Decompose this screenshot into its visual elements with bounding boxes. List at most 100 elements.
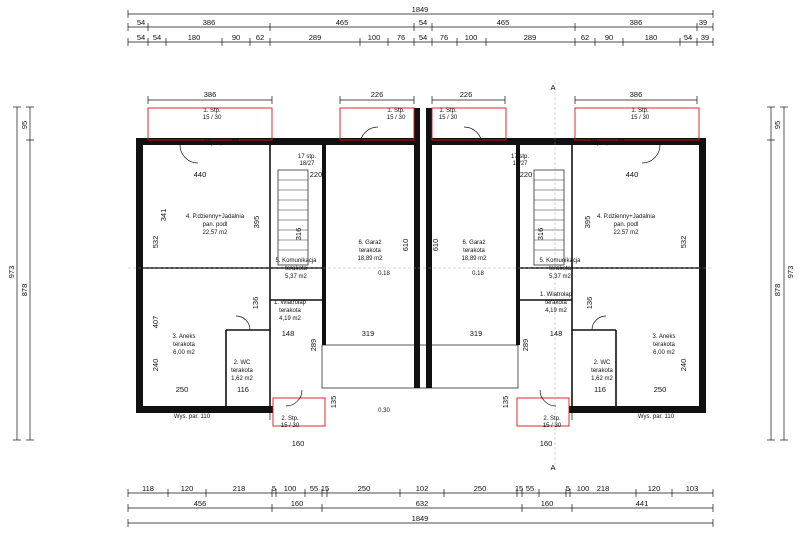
room-right-garage-name: 6. Garaż: [462, 240, 485, 246]
step-annotations: 1. Stp. 15 / 30 1. Stp. 15 / 30 1. Stp. …: [174, 83, 675, 472]
dim-bot-r1-13: 100: [577, 484, 590, 493]
dim-bot-r1-11: 55: [526, 484, 534, 493]
stairs-left-size: 18/27: [299, 161, 315, 167]
room-right-living-area: 22,57 m2: [613, 230, 639, 236]
dim-inner-116-left: 116: [237, 385, 249, 394]
stairs-left-count: 17 stp.: [298, 154, 316, 160]
dim-inner-116-right: 116: [594, 385, 606, 394]
dim-inner-610-right: 610: [431, 239, 440, 252]
dim-inner-240-right: 240: [679, 359, 688, 372]
dim-inner-136-left: 136: [251, 297, 260, 310]
dim-top-r1-3: 54: [419, 18, 427, 27]
dim-inner-160-left: 160: [292, 439, 305, 448]
room-left-corridor-floor: terakota: [285, 266, 307, 272]
wys-par-110-right: Wys. par. 110: [638, 414, 675, 420]
room-left-corridor-name: 5. Komunikacja: [275, 258, 317, 264]
room-labels-left: 4. P.dzienny+Jadalnia pan. podl 22,57 m2…: [172, 214, 383, 382]
inner-top-dimensions: 386 226 226 386: [147, 90, 698, 104]
stp1-right-size: 15 / 30: [631, 115, 650, 121]
room-labels-right: 4. P.dzienny+Jadalnia pan. podl 22,57 m2…: [461, 214, 675, 382]
dim-bot-r1-1: 120: [181, 484, 194, 493]
stp2-left-title: 2. Stp.: [281, 416, 299, 422]
dim-inner-440-right: 440: [626, 170, 639, 179]
dim-inner-289-right: 289: [521, 339, 530, 352]
dim-top-r2-10: 100: [465, 33, 478, 42]
stairs-right-count: 17 stp.: [511, 154, 529, 160]
dim-bot-r1-16: 103: [686, 484, 699, 493]
room-right-garage-area: 18,89 m2: [461, 256, 487, 262]
dim-top-r2-13: 90: [605, 33, 613, 42]
bottom-dimension-chains: 118 120 218 5 100 55 15 250 102 250 15 5…: [127, 484, 714, 527]
room-right-wc-floor: terakota: [591, 368, 613, 374]
dim-inner-top-2: 226: [460, 90, 473, 99]
dim-top-r1-0: 54: [137, 18, 145, 27]
dim-top-r1-2: 465: [336, 18, 349, 27]
dim-inner-top-1: 226: [371, 90, 384, 99]
dim-bot-total: 1849: [412, 514, 429, 523]
dim-inner-220-right: 220: [520, 170, 533, 179]
dim-inner-top-0: 386: [204, 90, 217, 99]
dim-top-r2-0: 54: [137, 33, 145, 42]
dim-inner-018-left: 0.18: [378, 271, 390, 277]
dim-bot-r1-0: 118: [142, 484, 154, 493]
dim-top-r1-5: 386: [630, 18, 643, 27]
staircase-left: [277, 169, 309, 266]
dim-top-r2-3: 90: [232, 33, 240, 42]
dim-inner-148-left: 148: [282, 329, 295, 338]
room-left-kitchenette-area: 6,00 m2: [173, 350, 195, 356]
dim-inner-532-left: 532: [151, 236, 160, 249]
stp-center-right-size: 15 / 30: [439, 115, 458, 121]
wys-par-90-left: Wys. par. 90: [205, 140, 239, 146]
room-right-living-floor: pan. podl: [614, 222, 639, 228]
dim-bot-r2-2: 632: [416, 499, 429, 508]
room-left-wc-area: 1,62 m2: [231, 376, 253, 382]
stairs-right-size: 18/27: [512, 161, 528, 167]
room-right-corridor-area: 5,37 m2: [549, 274, 571, 280]
room-left-garage-name: 6. Garaż: [358, 240, 381, 246]
room-left-kitchenette-floor: terakota: [173, 342, 195, 348]
room-right-wc-area: 1,62 m2: [591, 376, 613, 382]
section-marker-top: A: [550, 83, 555, 92]
room-right-living-name: 4. P.dzienny+Jadalnia: [597, 214, 656, 220]
dim-left-95: 95: [20, 121, 29, 129]
dim-bot-r1-6: 15: [321, 484, 329, 493]
dim-top-r2-2: 180: [188, 33, 201, 42]
dim-top-r1-4: 465: [497, 18, 510, 27]
room-left-garage-area: 18,89 m2: [357, 256, 383, 262]
dim-inner-610-left: 610: [401, 239, 410, 252]
wys-par-110-left: Wys. par. 110: [174, 414, 211, 420]
dim-inner-135-left: 135: [329, 396, 338, 409]
room-right-vestibule-floor: terakota: [545, 300, 567, 306]
dim-inner-160-right: 160: [540, 439, 553, 448]
dim-bot-r1-10: 15: [515, 484, 523, 493]
dim-top-r2-6: 100: [368, 33, 381, 42]
dim-bot-r1-3: 5: [272, 484, 276, 493]
dim-top-r2-9: 76: [440, 33, 448, 42]
room-left-living-floor: pan. podl: [203, 222, 228, 228]
dim-inner-407-left: 407: [151, 316, 160, 329]
dim-inner-135-right: 135: [501, 396, 510, 409]
room-right-kitchenette-name: 3. Aneks: [652, 334, 675, 340]
dim-bot-r2-3: 160: [541, 499, 554, 508]
dim-bot-r1-14: 218: [597, 484, 610, 493]
dim-bot-r1-2: 218: [233, 484, 246, 493]
room-left-kitchenette-name: 3. Aneks: [172, 334, 195, 340]
dim-left-973: 973: [7, 266, 16, 279]
dim-inner-316-left: 316: [294, 228, 303, 241]
dim-top-r1-6: 39: [699, 18, 707, 27]
dim-top-r2-12: 62: [581, 33, 589, 42]
dim-bot-r1-8: 102: [416, 484, 429, 493]
dim-bot-r1-12: 5: [566, 484, 570, 493]
room-right-kitchenette-area: 6,00 m2: [653, 350, 675, 356]
room-left-vestibule-area: 4,19 m2: [279, 316, 301, 322]
dim-inner-030: 0.30: [378, 408, 390, 414]
room-right-wc-name: 2. WC: [594, 360, 611, 366]
stp2-right-title: 2. Stp.: [543, 416, 561, 422]
stp-center-right-title: 1. Stp.: [439, 108, 457, 114]
dim-top-r2-1: 54: [153, 33, 161, 42]
room-left-living-name: 4. P.dzienny+Jadalnia: [186, 214, 245, 220]
staircase-right: [533, 169, 565, 266]
dim-inner-395-right: 395: [583, 216, 592, 229]
dim-top-r2-16: 39: [701, 33, 709, 42]
